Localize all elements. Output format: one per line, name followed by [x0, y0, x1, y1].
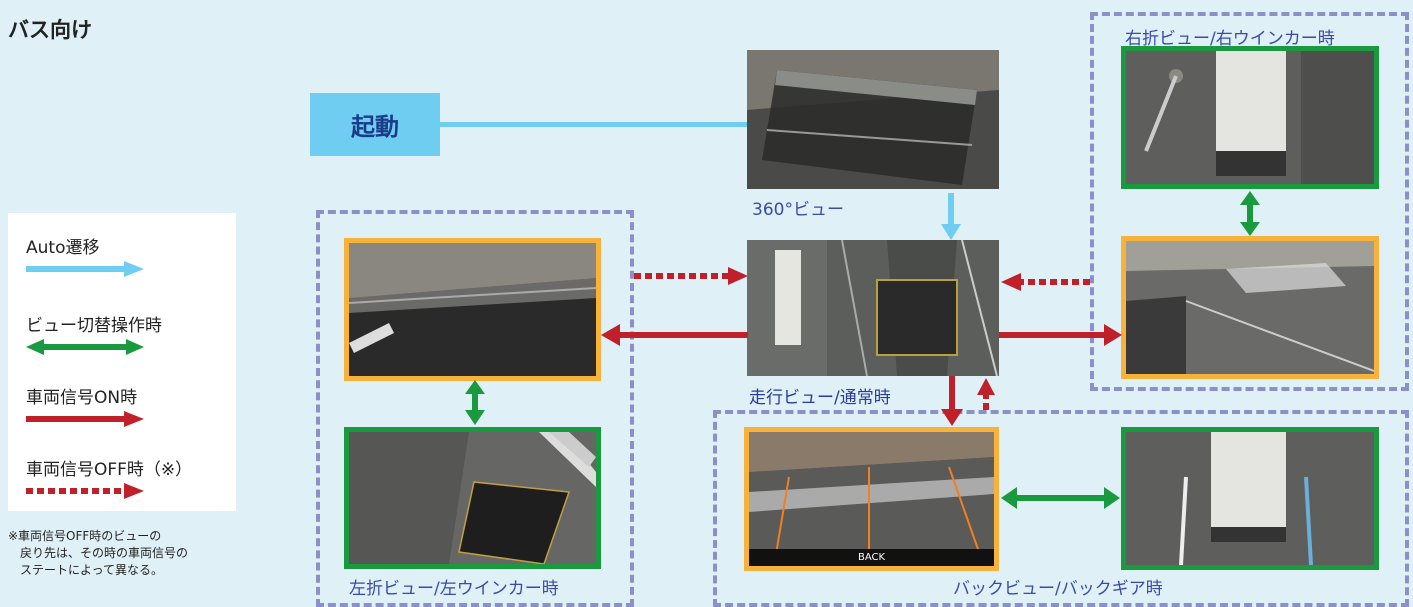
back-view-orange: BACK — [744, 427, 999, 571]
arrow-view-switch-left — [465, 380, 485, 425]
back-view-green — [1121, 427, 1379, 570]
arrow-signal-off-right-to-driving — [1001, 273, 1090, 291]
left-turn-group — [316, 210, 634, 607]
footnote-line: ※車両信号OFF時のビューの — [8, 529, 162, 543]
legend-signal-off-label: 車両信号OFF時（※） — [26, 460, 193, 480]
arrow-auto-360-to-driving — [941, 193, 961, 240]
legend-auto-arrow — [26, 261, 144, 277]
caption-back-view: バックビュー/バックギア時 — [953, 579, 1163, 599]
legend: Auto遷移 ビュー切替操作時 車両信号ON時 車両信号OFF時（※） — [8, 213, 236, 511]
arrow-view-switch-back — [1001, 487, 1120, 509]
legend-view-switch-arrow — [26, 339, 144, 355]
driving-view-image — [747, 240, 999, 376]
arrow-signal-on-driving-to-back — [941, 376, 963, 426]
legend-signal-on-label: 車両信号ON時 — [26, 388, 138, 408]
arrow-view-switch-right — [1240, 191, 1260, 236]
right-turn-view-orange — [1121, 236, 1379, 379]
footnote-line: ステートによって異なる。 — [20, 563, 164, 577]
legend-view-switch-label: ビュー切替操作時 — [26, 316, 162, 336]
right-turn-group — [1090, 12, 1409, 391]
caption-driving-view: 走行ビュー/通常時 — [749, 388, 891, 408]
arrow-signal-off-back-to-driving — [977, 378, 995, 410]
page-title: バス向け — [8, 18, 92, 42]
legend-signal-on-arrow — [26, 411, 144, 427]
legend-footnote: ※車両信号OFF時のビューの 戻り先は、その時の車両信号の ステートによって異な… — [8, 528, 188, 579]
caption-360-view: 360°ビュー — [752, 200, 844, 220]
right-turn-view-green — [1121, 46, 1379, 189]
legend-auto-label: Auto遷移 — [26, 238, 100, 258]
footnote-line: 戻り先は、その時の車両信号の — [20, 546, 189, 560]
caption-left-turn: 左折ビュー/左ウインカー時 — [349, 579, 559, 599]
back-group — [713, 410, 1409, 607]
start-box: 起動 — [310, 93, 440, 156]
left-turn-view-green — [344, 427, 601, 569]
arrow-signal-on-driving-to-left — [601, 324, 748, 346]
arrow-signal-on-driving-to-right — [999, 324, 1122, 346]
view-360-image — [747, 50, 999, 189]
left-turn-view-orange — [344, 238, 601, 381]
legend-signal-off-arrow — [26, 483, 144, 499]
arrow-signal-off-left-to-driving — [634, 267, 748, 285]
back-overlay-label: BACK — [857, 552, 886, 563]
auto-transition-line — [440, 122, 750, 127]
caption-right-turn: 右折ビュー/右ウインカー時 — [1125, 29, 1335, 49]
